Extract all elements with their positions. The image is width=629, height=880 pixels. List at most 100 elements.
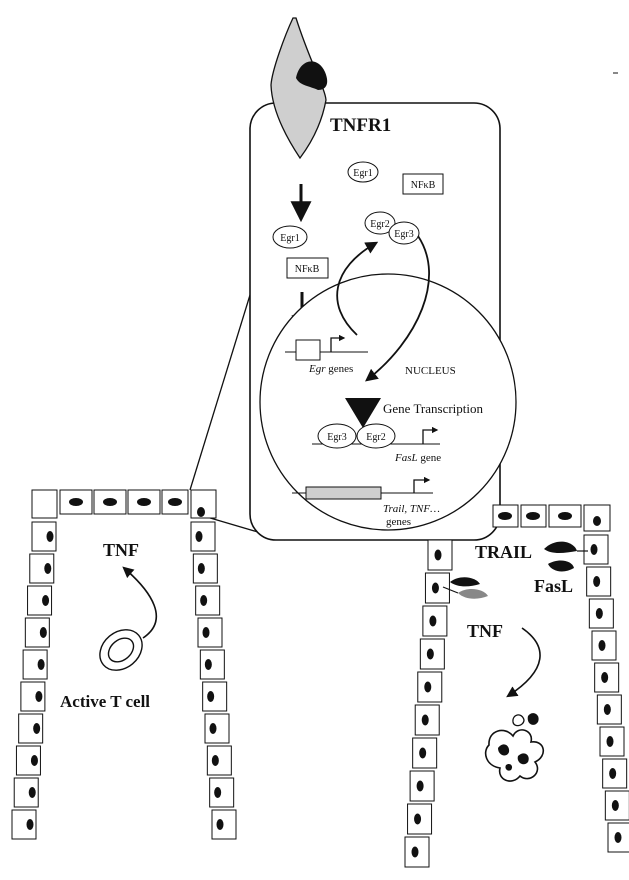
cell-nucleus [611, 800, 619, 811]
cell-nucleus [214, 787, 222, 798]
cell-nucleus [593, 576, 601, 587]
egr2-promoter-label: Egr2 [366, 432, 385, 443]
active-t-cell-label: Active T cell [60, 692, 150, 711]
egr-promoter-box [295, 339, 321, 361]
arrow-egr-genes-to-egr2-egr3 [336, 241, 379, 336]
cell-nucleus [411, 846, 419, 858]
egr1-left-oval [272, 225, 308, 249]
trail-promoter-box [305, 486, 382, 500]
cell-nucleus [590, 544, 598, 555]
cell-nucleus [601, 672, 609, 683]
nfkb-left-box [286, 257, 329, 279]
tnf-left-label: TNF [103, 540, 139, 560]
egr2-top-label: Egr2 [370, 219, 389, 230]
cell-nucleus [434, 549, 442, 561]
fasl-label: FasL [534, 576, 573, 596]
ligand-left-gray [458, 589, 488, 599]
gene-transcription-label: Gene Transcription [383, 401, 484, 416]
arrow-egr2-egr3-to-nucleus [365, 235, 430, 382]
cell-nucleus [216, 819, 224, 830]
genes-label: genes [386, 516, 411, 528]
tnf-right-label: TNF [467, 621, 503, 641]
cell-nucleus [595, 608, 603, 619]
epithelial-cell [192, 553, 218, 584]
cell-nucleus [424, 681, 432, 693]
cell-nucleus [35, 691, 43, 702]
cell-nucleus [603, 704, 611, 715]
trail-tss-arrow [413, 476, 431, 493]
cell-nucleus [209, 723, 217, 734]
trail-label: TRAIL [475, 542, 532, 562]
egr3-top-label: Egr3 [394, 229, 413, 240]
cell-nucleus [421, 714, 429, 726]
egr1-top-label: Egr1 [353, 168, 372, 179]
cell-nucleus [204, 659, 212, 670]
right-wall [583, 534, 629, 853]
egr3-promoter-label: Egr3 [327, 432, 346, 443]
cell-nucleus [614, 832, 622, 843]
arrow-tnf-to-apoptotic [506, 627, 541, 698]
cell-nucleus [197, 563, 205, 574]
cell-nucleus [44, 563, 52, 574]
cell-nucleus [606, 736, 614, 747]
cell-nucleus [33, 723, 41, 734]
inner-wall-left [190, 521, 237, 840]
egr2-top-oval [364, 211, 396, 235]
egr-tss-arrow [330, 334, 346, 352]
epithelial-cell [190, 521, 216, 552]
epithelial-cell [209, 777, 235, 808]
inner-wall-right [404, 539, 453, 868]
receptor-label: TNFR1 [330, 115, 391, 136]
cell-nucleus [37, 659, 45, 670]
epithelial-cell [211, 809, 237, 840]
epithelial-cell [197, 617, 223, 648]
nucleus-label: NUCLEUS [405, 365, 456, 377]
nfkb-top-label: NFκB [411, 180, 436, 191]
transcription-triangle [345, 398, 381, 428]
epithelial-cell [202, 681, 228, 712]
cell-nucleus [211, 755, 219, 766]
cell-nucleus [419, 747, 427, 759]
cell-nucleus [195, 531, 203, 542]
left-wall [11, 521, 57, 840]
epithelial-cell [199, 649, 225, 680]
cell-nucleus [598, 640, 606, 651]
epithelial-cell [204, 713, 230, 744]
egr2-promoter-oval [356, 423, 396, 449]
tnf-ligand [296, 61, 328, 90]
cell-nucleus [28, 787, 36, 798]
cell-nucleus [42, 595, 50, 606]
trail-ligand-right [544, 541, 577, 553]
ligand-left-stalk [442, 586, 459, 594]
cell-nucleus [26, 819, 34, 830]
egr1-left-label: Egr1 [280, 233, 299, 244]
egr1-top-oval [347, 161, 379, 183]
right-epithelium [404, 504, 629, 868]
active-t-cell [99, 629, 143, 671]
cell-nucleus [30, 755, 38, 766]
nucleus [259, 273, 517, 531]
nfkb-left-label: NFκB [295, 264, 320, 275]
epithelial-cell [206, 745, 232, 776]
left-epithelium [11, 489, 237, 840]
cell-nucleus [39, 627, 47, 638]
epithelial-cell [422, 605, 448, 637]
cell-nucleus [426, 648, 434, 660]
egr-genes-label: Egr genes [308, 363, 353, 375]
left-top-row [31, 489, 217, 519]
cell-nucleus [609, 768, 617, 779]
fasl-gene-label: FasL gene [394, 452, 441, 464]
cell-nucleus [416, 780, 424, 792]
cell-nucleus [207, 691, 215, 702]
epithelial-cell [195, 585, 221, 616]
zoom-line-left [189, 294, 251, 491]
cell-nucleus [200, 595, 208, 606]
cell-nucleus [431, 582, 439, 594]
ligand-left-black [450, 577, 480, 587]
fasl-ligand-right [548, 560, 574, 572]
egr3-top-oval [388, 221, 420, 245]
cell-nucleus [202, 627, 210, 638]
right-top-row [492, 504, 611, 532]
cell-nucleus [429, 615, 437, 627]
